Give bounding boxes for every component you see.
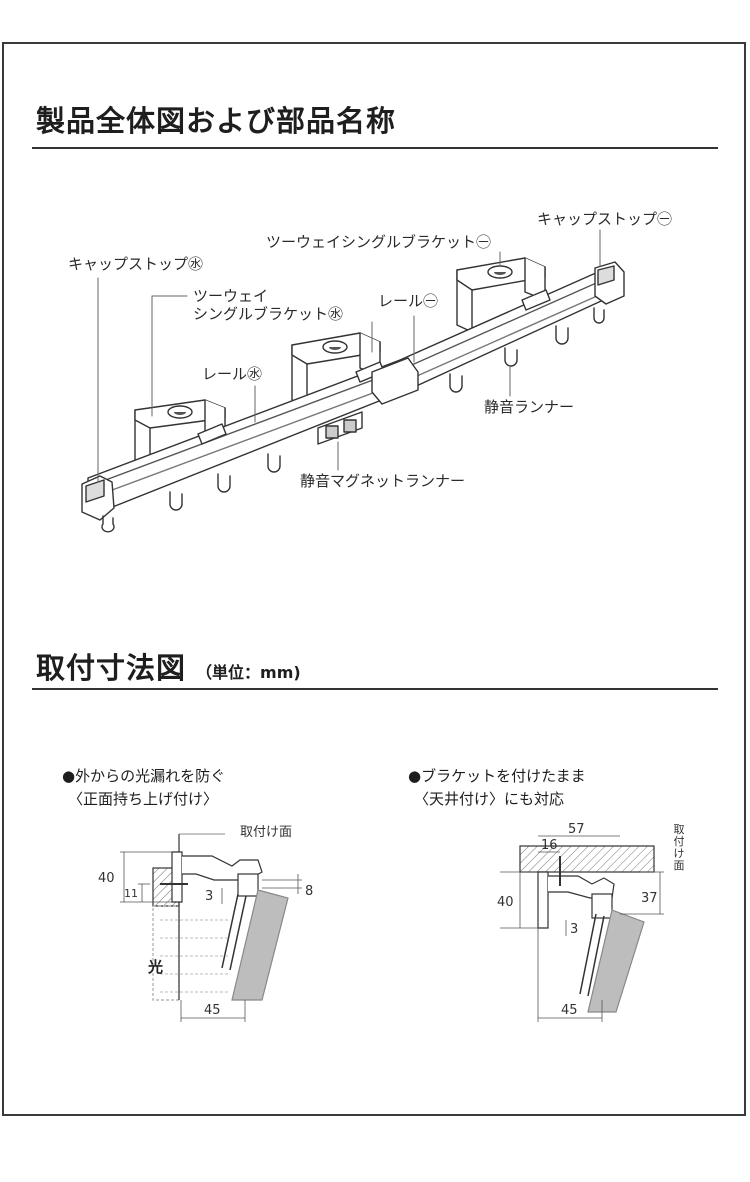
- front-surface-label: 取付け面: [240, 825, 293, 840]
- ceiling-dim-3: 3: [570, 922, 579, 937]
- section-divider-2: [32, 688, 718, 690]
- ceiling-mount-title-2: 〈天井付け〉にも対応: [414, 790, 565, 808]
- label-two-way-bracket-small: ツーウェイシングルブラケット㊀: [266, 233, 492, 251]
- front-mount-title-1: ●外からの光漏れを防ぐ: [62, 767, 226, 785]
- label-rail-large: レール㊌: [202, 365, 263, 383]
- label-cap-stop-small: キャップストップ㊀: [537, 210, 673, 228]
- label-cap-stop-large: キャップストップ㊌: [68, 255, 204, 273]
- light-label: 光: [148, 958, 164, 976]
- label-silent-magnet-runner: 静音マグネットランナー: [300, 472, 466, 490]
- ceiling-dim-45: 45: [561, 1003, 578, 1018]
- ceiling-dim-57: 57: [568, 822, 585, 837]
- ceiling-surface-label: 取付け面: [673, 823, 685, 872]
- section-divider: [32, 147, 718, 149]
- label-rail-small: レール㊀: [378, 292, 439, 310]
- ceiling-mount-title-1: ●ブラケットを付けたまま: [408, 767, 586, 785]
- front-mount-title-2: 〈正面持ち上げ付け〉: [68, 790, 219, 808]
- unit-note: （単位：mm): [196, 663, 301, 682]
- section-title-dimensions: 取付寸法図 （単位：mm): [36, 645, 301, 687]
- label-two-way-bracket-large-1: ツーウェイ: [193, 287, 269, 305]
- ceiling-dim-37: 37: [641, 891, 658, 906]
- front-dim-8: 8: [305, 884, 314, 899]
- section-title-dimensions-text: 取付寸法図: [36, 651, 187, 685]
- label-silent-runner: 静音ランナー: [484, 398, 575, 416]
- content-frame: [2, 42, 746, 1116]
- front-dim-11: 11: [124, 887, 138, 900]
- ceiling-dim-40: 40: [497, 895, 514, 910]
- front-dim-40: 40: [98, 871, 115, 886]
- label-two-way-bracket-large-2: シングルブラケット㊌: [193, 305, 344, 323]
- front-dim-45: 45: [204, 1003, 221, 1018]
- section-title-overview: 製品全体図および部品名称: [36, 104, 397, 138]
- ceiling-dim-16: 16: [541, 838, 558, 853]
- front-dim-3: 3: [205, 889, 214, 904]
